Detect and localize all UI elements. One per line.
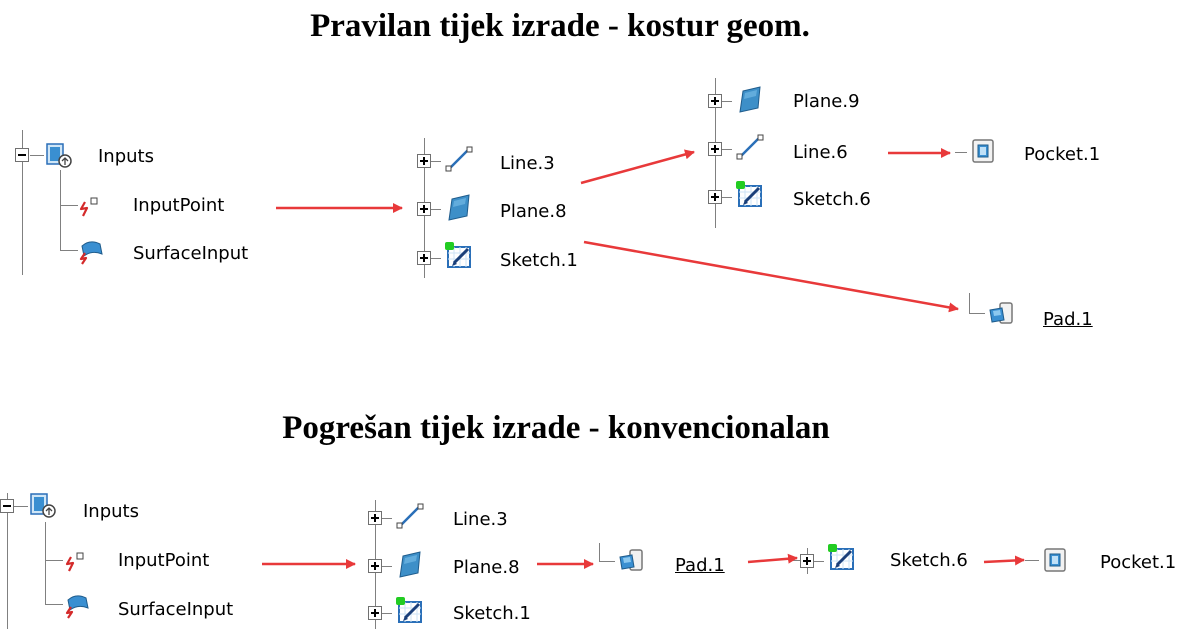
tree-line	[969, 313, 985, 314]
tree-item-pocket1[interactable]: Pocket.1	[1024, 144, 1101, 165]
tree-item-input-point[interactable]: InputPoint	[133, 195, 225, 216]
tree-item-sketch6[interactable]: Sketch.6	[793, 189, 871, 210]
tree-line	[431, 258, 441, 259]
tree-item-surface-input[interactable]: SurfaceInput	[133, 243, 249, 264]
tree-item-line6[interactable]: Line.6	[793, 142, 848, 163]
expand-toggle[interactable]	[368, 511, 382, 525]
tree-item-plane8[interactable]: Plane.8	[453, 557, 520, 578]
expand-toggle[interactable]	[417, 251, 431, 265]
expand-toggle[interactable]	[368, 559, 382, 573]
tree-line	[722, 101, 732, 102]
tree-line	[30, 155, 44, 156]
tree-item-inputs[interactable]: Inputs	[83, 501, 139, 522]
tree-line	[722, 149, 732, 150]
tree-item-plane8[interactable]: Plane.8	[500, 201, 567, 222]
tree-item-sketch1[interactable]: Sketch.1	[500, 250, 578, 271]
tree-line	[955, 152, 967, 153]
tree-line	[60, 205, 78, 206]
expand-toggle[interactable]	[417, 154, 431, 168]
tree-line	[22, 130, 23, 275]
flow-arrow	[583, 240, 959, 313]
tree-line	[45, 560, 63, 561]
title-correct-workflow: Pravilan tijek izrade - kostur geom.	[310, 8, 810, 44]
tree-item-plane9[interactable]: Plane.9	[793, 91, 860, 112]
expand-toggle[interactable]	[708, 94, 722, 108]
tree-item-input-point[interactable]: InputPoint	[118, 550, 210, 571]
tree-item-inputs[interactable]: Inputs	[98, 146, 154, 167]
expand-toggle[interactable]	[368, 606, 382, 620]
tree-line	[722, 197, 732, 198]
tree-item-sketch1[interactable]: Sketch.1	[453, 603, 531, 624]
tree-line	[382, 566, 392, 567]
tree-item-line3[interactable]: Line.3	[500, 153, 555, 174]
tree-item-pocket1[interactable]: Pocket.1	[1100, 552, 1177, 573]
tree-item-pad1[interactable]: Pad.1	[1043, 309, 1093, 330]
expand-toggle[interactable]	[417, 202, 431, 216]
tree-line	[7, 493, 8, 629]
tree-line	[45, 522, 46, 604]
expand-toggle[interactable]	[708, 190, 722, 204]
tree-line	[60, 170, 61, 250]
tree-line	[382, 613, 392, 614]
collapse-toggle[interactable]	[0, 499, 14, 513]
tree-item-surface-input[interactable]: SurfaceInput	[118, 599, 234, 620]
collapse-toggle[interactable]	[15, 148, 29, 162]
title-wrong-workflow: Pogrešan tijek izrade - konvencionalan	[282, 410, 830, 446]
tree-item-pad1[interactable]: Pad.1	[675, 555, 725, 576]
expand-toggle[interactable]	[800, 554, 814, 568]
tree-item-sketch6[interactable]: Sketch.6	[890, 550, 968, 571]
tree-line	[431, 161, 441, 162]
flow-arrow	[983, 555, 1025, 566]
tree-item-line3[interactable]: Line.3	[453, 509, 508, 530]
flow-arrow	[747, 553, 798, 564]
tree-line	[431, 209, 441, 210]
flow-arrow	[580, 149, 695, 185]
tree-line	[599, 543, 600, 561]
tree-line	[60, 250, 78, 251]
tree-line	[969, 293, 970, 313]
tree-line	[1025, 560, 1039, 561]
expand-toggle[interactable]	[708, 142, 722, 156]
tree-line	[599, 561, 615, 562]
tree-line	[382, 518, 392, 519]
tree-line	[45, 604, 63, 605]
tree-line	[14, 506, 28, 507]
tree-line	[814, 561, 824, 562]
